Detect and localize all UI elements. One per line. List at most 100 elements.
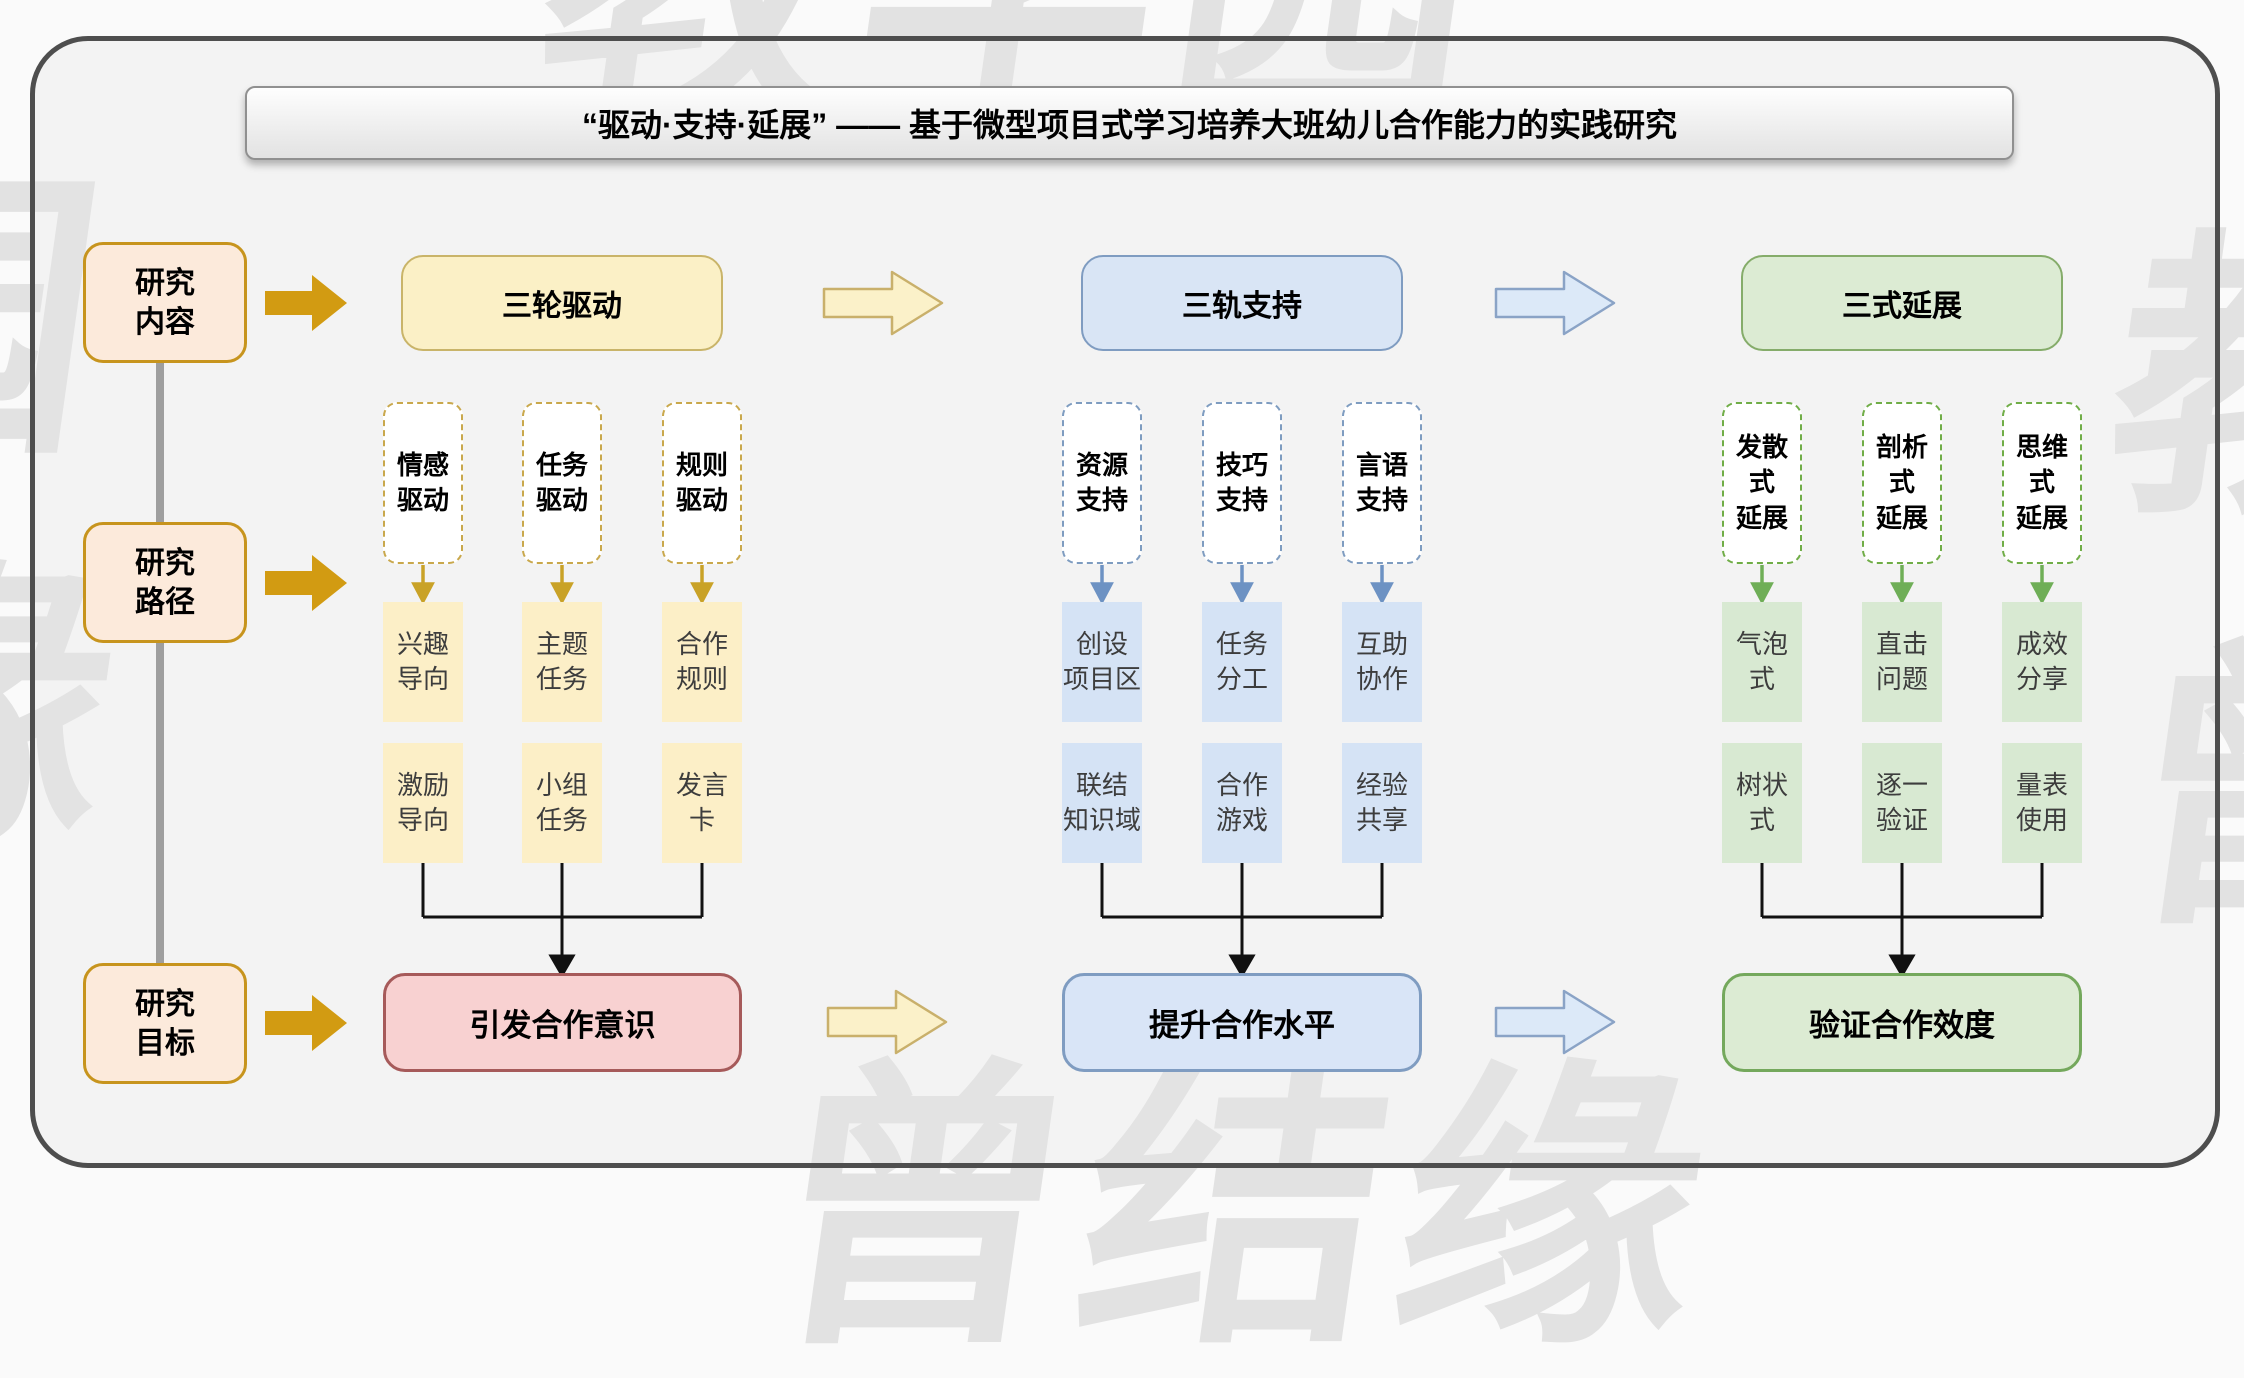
dashed-box-analytic-extend: 剖析式 延展 [1862,402,1942,564]
cell-bubble-style: 气泡 式 [1722,602,1802,722]
cell-cooperation-rule: 合作 规则 [662,602,742,722]
cell-label: 任务 [535,664,588,694]
dashed-label: 支持 [1355,485,1408,515]
dashed-label: 剖析式 [1875,432,1928,498]
bracket-connector-group1 [421,863,704,978]
page-title-text: “驱动·支持·延展” —— 基于微型项目式学习培养大班幼儿合作能力的实践研究 [581,107,1678,143]
rail-label: 目标 [135,1026,195,1060]
dashed-label: 规则 [675,449,728,480]
cell-label: 知识域 [1062,805,1141,835]
hollow-arrow-yellow-bottom-icon [826,989,948,1055]
cell-create-project-area: 创设 项目区 [1062,602,1142,722]
cell-theme-task: 主题 任务 [522,602,602,722]
goal-label: 引发合作意识 [469,1008,656,1043]
rail-item-research-path: 研究 路径 [83,522,247,643]
goal-label: 验证合作效度 [1809,1008,1995,1043]
cell-label: 式 [1748,664,1775,694]
cell-task-division: 任务 分工 [1202,602,1282,722]
dashed-label: 延展 [1875,502,1928,533]
cell-label: 式 [1748,805,1775,835]
cell-label: 发言 [675,769,728,800]
dashed-label: 情感 [396,449,449,480]
dashed-box-skill-support: 技巧 支持 [1202,402,1282,564]
cell-verify-one-by-one: 逐一 验证 [1862,743,1942,863]
bracket-connector-group2 [1100,863,1384,978]
header-label: 三轮驱动 [502,290,622,323]
dashed-label: 技巧 [1215,449,1268,480]
cell-label: 卡 [688,805,715,835]
cell-result-sharing: 成效 分享 [2002,602,2082,722]
cell-speaking-card: 发言 卡 [662,743,742,863]
cell-label: 合作 [675,628,728,659]
header-support: 三轨支持 [1081,255,1403,351]
cell-group-task: 小组 任务 [522,743,602,863]
cell-label: 项目区 [1062,664,1141,694]
dashed-label: 思维式 [2015,432,2068,498]
goal-trigger-cooperation-awareness: 引发合作意识 [383,973,742,1072]
cell-label: 分享 [2015,664,2068,694]
dashed-label: 资源 [1075,449,1128,480]
dashed-label: 言语 [1355,449,1408,480]
cell-label: 合作 [1215,769,1268,800]
rail-label: 研究 [135,266,195,300]
cell-label: 直击 [1875,628,1928,659]
cell-label: 导向 [396,664,449,694]
header-label: 三式延展 [1842,290,1962,323]
cell-cooperation-game: 合作 游戏 [1202,743,1282,863]
hollow-arrow-blue-bottom-icon [1494,989,1616,1055]
hollow-arrow-yellow-top-icon [822,270,944,336]
dashed-label: 驱动 [396,485,449,515]
cell-label: 验证 [1875,805,1928,835]
cell-label: 任务 [535,805,588,835]
dashed-box-resource-support: 资源 支持 [1062,402,1142,564]
connector-layer [156,270,2054,1055]
rail-label: 研究 [135,987,195,1021]
dashed-label: 发散式 [1735,432,1788,498]
dashed-label: 延展 [1735,502,1788,533]
dashed-box-task-drive: 任务 驱动 [522,402,602,564]
rail-label: 内容 [135,305,195,339]
cell-label: 游戏 [1215,805,1268,835]
cell-label: 任务 [1215,628,1268,659]
page-title: “驱动·支持·延展” —— 基于微型项目式学习培养大班幼儿合作能力的实践研究 [245,86,2014,160]
rail-label: 路径 [135,585,195,619]
dashed-label: 支持 [1075,485,1128,515]
cell-label: 分工 [1215,664,1268,694]
cell-label: 树状 [1735,769,1788,800]
cell-label: 协作 [1355,664,1408,694]
cell-interest-orientation: 兴趣 导向 [383,602,463,722]
dashed-box-divergent-extend: 发散式 延展 [1722,402,1802,564]
cell-label: 成效 [2015,628,2068,659]
cell-label: 互助 [1355,628,1408,659]
rail-item-research-content: 研究 内容 [83,242,247,363]
rail-label: 研究 [135,546,195,580]
cell-label: 问题 [1875,664,1928,694]
cell-scale-usage: 量表 使用 [2002,743,2082,863]
dashed-box-thinking-extend: 思维式 延展 [2002,402,2082,564]
cell-experience-sharing: 经验 共享 [1342,743,1422,863]
cell-label: 使用 [2015,805,2068,835]
rail-item-research-goal: 研究 目标 [83,963,247,1084]
cell-label: 规则 [675,664,728,694]
header-extend: 三式延展 [1741,255,2063,351]
cell-mutual-assistance: 互助 协作 [1342,602,1422,722]
hollow-arrow-blue-top-icon [1494,270,1616,336]
dashed-box-verbal-support: 言语 支持 [1342,402,1422,564]
goal-label: 提升合作水平 [1149,1008,1335,1043]
cell-label: 主题 [535,628,588,659]
cell-incentive-orientation: 激励 导向 [383,743,463,863]
cell-link-knowledge-domain: 联结 知识域 [1062,743,1142,863]
bracket-connector-group3 [1760,863,2044,978]
down-arrow-gold-icon [411,565,714,605]
cell-tree-style: 树状 式 [1722,743,1802,863]
cell-label: 小组 [535,769,588,800]
cell-label: 经验 [1355,769,1408,800]
cell-label: 联结 [1075,769,1128,800]
goal-improve-cooperation-level: 提升合作水平 [1062,973,1422,1072]
cell-label: 创设 [1075,628,1128,659]
rail-line [156,360,164,966]
cell-label: 气泡 [1735,628,1788,659]
dashed-label: 任务 [535,449,588,480]
dashed-label: 驱动 [535,485,588,515]
